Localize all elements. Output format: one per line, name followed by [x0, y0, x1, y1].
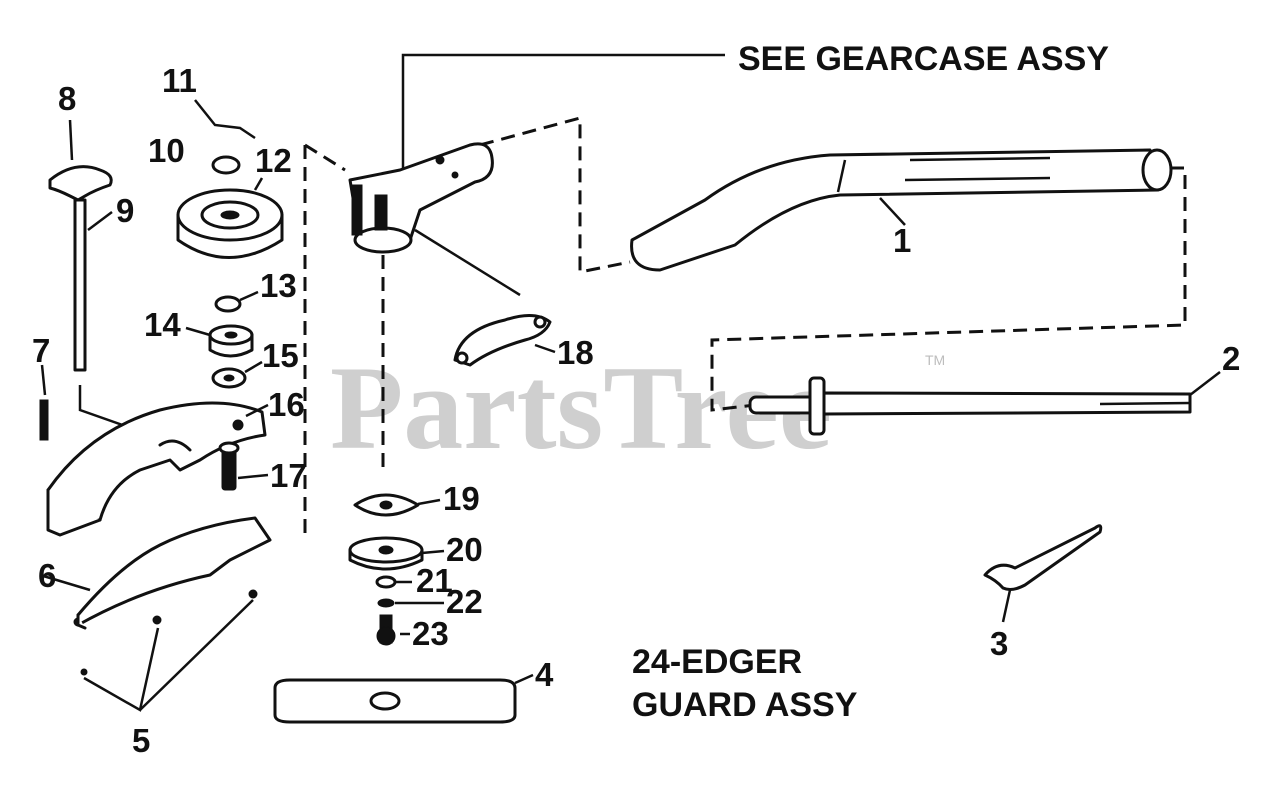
part-number-6: 6 — [38, 557, 56, 594]
part-22-washer — [377, 598, 444, 608]
part-20-flange — [348, 536, 445, 571]
part-21-lock-washer — [375, 575, 412, 589]
part-8-knob — [48, 119, 113, 202]
guide-line-left-top — [304, 143, 346, 172]
part-19-washer — [353, 493, 441, 517]
part-16-guard-housing — [46, 401, 269, 537]
part-number-10: 10 — [148, 132, 185, 169]
part-11-clip — [194, 99, 256, 140]
part-number-19: 19 — [443, 480, 480, 517]
part-10-washer — [211, 155, 241, 175]
caption-line-1: 24-EDGER — [632, 643, 802, 681]
part-number-11: 11 — [162, 62, 197, 99]
part-number-18: 18 — [557, 334, 594, 371]
part-number-21: 21 — [416, 562, 453, 599]
watermark-tm: TM — [925, 352, 945, 368]
part-number-4: 4 — [535, 656, 554, 693]
gearcase-callout: SEE GEARCASE ASSY — [738, 40, 1109, 78]
part-14-bearing — [185, 324, 254, 358]
part-number-23: 23 — [412, 615, 449, 652]
gearcase-body — [348, 142, 521, 297]
part-3-wrench — [983, 524, 1103, 623]
part-4-blade — [273, 673, 534, 724]
part-number-14: 14 — [144, 306, 181, 343]
part-number-16: 16 — [268, 386, 305, 423]
part-23-bolt — [376, 614, 410, 646]
part-number-9: 9 — [116, 192, 134, 229]
part-number-3: 3 — [990, 625, 1008, 662]
part-1-shaft-tube — [630, 148, 1173, 272]
part-17-screw — [218, 441, 269, 491]
part-number-17: 17 — [270, 457, 307, 494]
part-6-guard-liner — [39, 516, 272, 630]
part-number-13: 13 — [260, 267, 297, 304]
part-number-1: 1 — [893, 222, 911, 259]
caption-line-2: GUARD ASSY — [632, 686, 858, 724]
part-number-5: 5 — [132, 722, 150, 759]
part-number-22: 22 — [446, 583, 483, 620]
gearcase-callout-line — [401, 53, 725, 172]
part-5-screws — [73, 589, 258, 712]
part-18-clamp — [453, 314, 556, 367]
part-number-2: 2 — [1222, 340, 1240, 377]
guide-line-shaft — [479, 116, 631, 274]
guide-line-driveshaft — [710, 166, 1187, 412]
part-12-wheel — [176, 177, 284, 259]
watermark: PartsTree — [330, 341, 832, 474]
part-15-washer — [211, 360, 263, 389]
part-number-20: 20 — [446, 531, 483, 568]
part-2-drive-shaft — [748, 371, 1221, 436]
part-number-8: 8 — [58, 80, 76, 117]
part-7-bolt — [39, 364, 49, 441]
part-13-washer — [214, 290, 259, 313]
part-number-7: 7 — [32, 332, 50, 369]
part-number-15: 15 — [262, 337, 299, 374]
part-number-12: 12 — [255, 142, 292, 179]
